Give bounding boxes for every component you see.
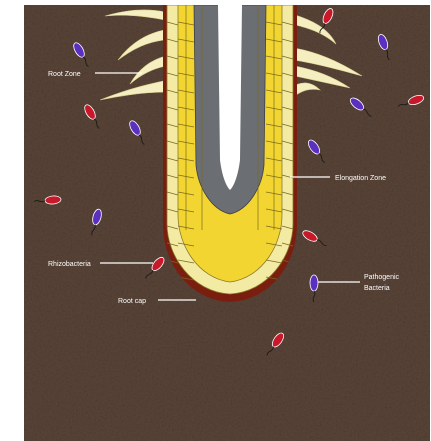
label-pathogenic-line2: Bacteria (364, 285, 390, 292)
root-center (218, 5, 242, 190)
label-elongation-zone: Elongation Zone (335, 175, 386, 182)
label-pathogenic-line1: Pathogenic (364, 274, 400, 281)
label-root-zone: Root Zone (48, 71, 81, 78)
label-rhizobacteria: Rhizobacteria (48, 261, 91, 268)
label-root-cap: Root cap (118, 298, 146, 305)
root (163, 5, 297, 302)
